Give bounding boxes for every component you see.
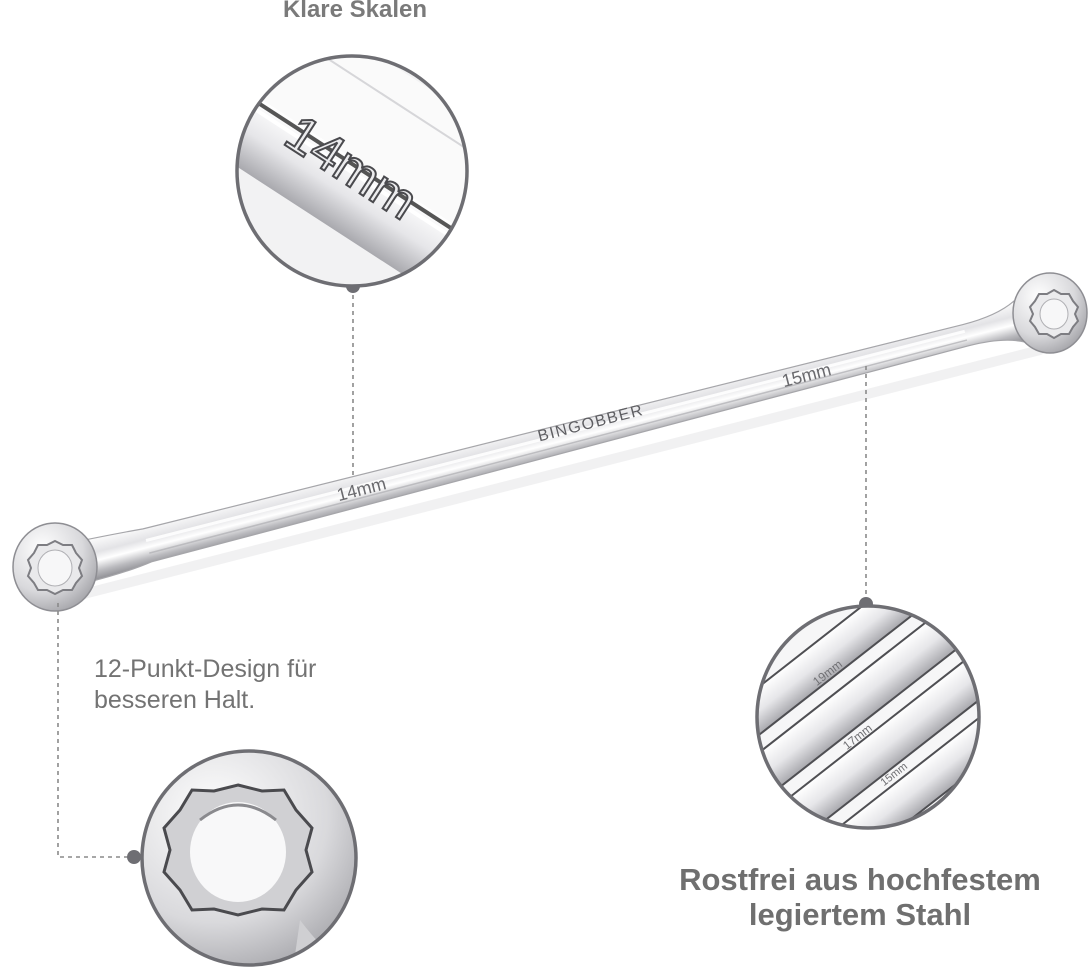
connector-ring bbox=[57, 603, 134, 858]
wrench-shadow bbox=[55, 345, 1045, 605]
caption-clear-scales: Klare Skalen bbox=[282, 0, 428, 23]
callout-scale-detail: 14mm bbox=[235, 54, 469, 288]
wrench-head-left bbox=[12, 522, 98, 612]
caption-stainless-steel: Rostfrei aus hochfestem legiertem Stahl bbox=[679, 862, 1041, 932]
caption-twelve-point-grip: 12-Punkt-Design für besseren Halt. bbox=[94, 655, 317, 714]
wrench-shaft bbox=[78, 300, 1026, 583]
callout-ring-detail bbox=[140, 749, 358, 967]
callout-set-detail: 19mm 17mm 15mm bbox=[755, 604, 981, 830]
connector-dot-ring bbox=[127, 850, 141, 864]
callout-connectors bbox=[57, 287, 867, 858]
wrench-head-right bbox=[1012, 272, 1088, 354]
wrench: BINGOBBER 14mm 15mm bbox=[12, 272, 1088, 612]
